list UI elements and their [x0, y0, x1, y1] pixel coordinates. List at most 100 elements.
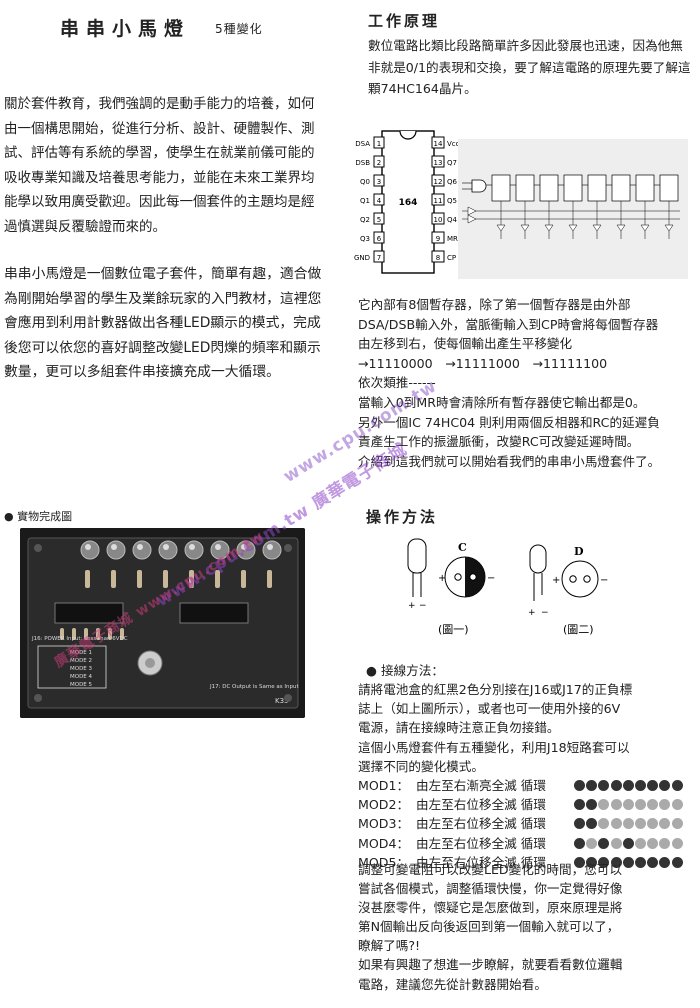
led-dot: [598, 837, 610, 849]
led-dot: [610, 837, 622, 849]
chip-pin-number: 2: [377, 159, 381, 167]
closing-line: 沒甚麼零件，懷疑它是怎麼做到，原來原理是將: [358, 900, 623, 916]
mode-label: MOD1：: [358, 778, 410, 794]
wiring-line: 電源，請在接線時注意正負勿接錯。: [358, 720, 560, 736]
power-label: J16: POWER Input: Less than 6VDC: [31, 636, 128, 642]
led-dot: [647, 856, 659, 868]
led-dot: [659, 818, 671, 830]
wiring-line: 選擇不同的變化模式。: [358, 758, 484, 774]
page-subtitle: 5種變化: [215, 22, 263, 36]
chip-pin-number: 14: [434, 140, 443, 148]
wiring-line: 這個小馬燈套件有五種變化，利用J18短路套可以: [358, 739, 630, 755]
principle-line: →11110000 →11111000 →11111100: [358, 355, 608, 371]
fig1-label: (圖一): [438, 623, 469, 636]
wiring-line: 請將電池盒的紅黑2色分別接在J16或J17的正負標: [358, 682, 633, 697]
chip-pin-number: 13: [434, 159, 443, 167]
chip-pin-label: Vcc: [447, 140, 460, 148]
closing-line: 電路，建議您先從計數器開始看。: [358, 976, 547, 992]
chip-pin-label: Q7: [447, 159, 457, 167]
led-dot: [622, 837, 634, 849]
chip-pin-label: Q0: [360, 178, 370, 186]
led-pattern: [574, 837, 683, 849]
svg-text:+: +: [408, 601, 416, 611]
led-dot: [598, 818, 610, 830]
chip-pin-number: 11: [434, 197, 443, 205]
led-dot: [659, 856, 671, 868]
chip-pin-number: 7: [377, 254, 381, 262]
led-dot: [634, 856, 646, 868]
fig2-letter: D: [574, 545, 584, 558]
led-dot: [634, 780, 646, 792]
board-mode-label: MODE 2: [70, 658, 92, 664]
closing-line: 瞭解了嗎?!: [358, 938, 421, 954]
board-mode-label: MODE 5: [70, 682, 93, 688]
operation-figures: + − + − C (圖一) + − + − D (圖二): [400, 535, 690, 645]
mode-row: MOD2：由左至右位移全滅 循環: [358, 795, 694, 814]
led-dot: [610, 818, 622, 830]
chip-pin-number: 10: [434, 216, 443, 224]
chip-pin-label: Q1: [360, 197, 370, 205]
wiring-heading: ● 接線方法：: [366, 663, 444, 678]
mode-row: MOD5：由左至右位移全滅 循環: [358, 853, 694, 872]
svg-text:−: −: [419, 601, 427, 611]
led-dot: [622, 799, 634, 811]
chip-pin-number: 4: [377, 197, 382, 205]
led-dot: [647, 818, 659, 830]
principle-line: 當輸入0到MR時會清除所有暫存器使它輸出都是0。: [358, 394, 646, 410]
mode-row: MOD1： 由左至右漸亮全滅 循環: [358, 776, 694, 795]
led-dot: [634, 837, 646, 849]
chip-pin-number: 12: [434, 178, 443, 186]
led-dot: [574, 799, 585, 811]
mode-label: MOD5：: [358, 854, 410, 870]
mode-description: 由左至右漸亮全滅 循環: [416, 778, 546, 794]
led-dot: [586, 837, 598, 849]
led-pattern: [574, 799, 683, 811]
chip-pin-label: MR: [447, 235, 458, 243]
output-label: J17: DC Output is Same as Input: [209, 684, 299, 690]
led-pattern: [574, 818, 683, 830]
principle-text: 數位電路比類比段路簡單許多因此發展也迅速，因為他無非就是0/1的表現和交換，要了…: [368, 38, 691, 96]
closing-text: 調整可變電阻可以改變LED變化的時間，您可以 嘗試各個模式，調整循環快慢，你一定…: [358, 860, 694, 994]
mode-label: MOD3：: [358, 816, 410, 832]
led-dot: [586, 799, 598, 811]
chip-pin-label: Q5: [447, 197, 457, 205]
svg-text:−: −: [487, 573, 495, 584]
mode-label: MOD4：: [358, 835, 410, 851]
closing-line: 調整可變電阻可以改變LED變化的時間，您可以: [358, 862, 622, 877]
svg-text:−: −: [600, 575, 608, 586]
chip-pin-label: GND: [354, 254, 370, 262]
mode-description: 由左至右位移全滅 循環: [416, 835, 546, 851]
chip-pin-number: 8: [436, 254, 440, 262]
intro-paragraph-2: 串串小馬燈是一個數位電子套件，簡單有趣，適合做為剛開始學習的學生及業餘玩家的入門…: [4, 266, 322, 380]
operation-heading: 操作方法: [366, 508, 439, 526]
chip-pin-label: Q2: [360, 216, 370, 224]
led-dot: [659, 780, 671, 792]
mode-label: MOD2：: [358, 797, 410, 813]
led-dot: [610, 799, 622, 811]
mode-row: MOD4： 由左至右位移全滅 循環: [358, 834, 694, 853]
principle-heading: 工作原理: [368, 12, 441, 30]
chip-pin-label: Q4: [447, 216, 458, 224]
closing-line: 第N個輸出反向後返回到第一個輸入就可以了，: [358, 919, 620, 935]
led-dot: [586, 780, 598, 792]
led-dot: [659, 799, 671, 811]
component-figures: + − + − C (圖一) + − + − D (圖二): [407, 538, 608, 636]
svg-text:+: +: [438, 573, 446, 584]
fig1-letter: C: [458, 541, 467, 554]
capacitor-figure: + − + − C (圖一): [407, 538, 495, 636]
wiring-line: 誌上（如上圖所示），或者也可一使用外接的6V: [358, 701, 621, 717]
principle-line: 依次類推------: [358, 375, 436, 391]
principle-line: 它內部有8個暫存器，除了第一個暫存器是由外部: [358, 297, 631, 312]
principle-line: 另外一個IC 74HC04 則利用兩個反相器和RC的延遲負: [358, 414, 660, 430]
chip-pin-number: 3: [377, 178, 381, 186]
led-dot: [671, 837, 683, 849]
chip-pin-label: DSB: [355, 159, 370, 167]
led-dot: [634, 799, 646, 811]
intro-paragraph-1: 關於套件教育，我們強調的是動手能力的培養，如何由一個構思開始，從進行分析、設計、…: [4, 96, 315, 235]
svg-text:+: +: [552, 575, 560, 586]
principle-detail: 它內部有8個暫存器，除了第一個暫存器是由外部 DSA/DSB輸入外，當脈衝輸入到…: [358, 295, 694, 471]
led-dot: [574, 856, 585, 868]
principle-line: 責產生工作的振盪脈衝，改變RC可改變延遲時間。: [358, 434, 640, 450]
